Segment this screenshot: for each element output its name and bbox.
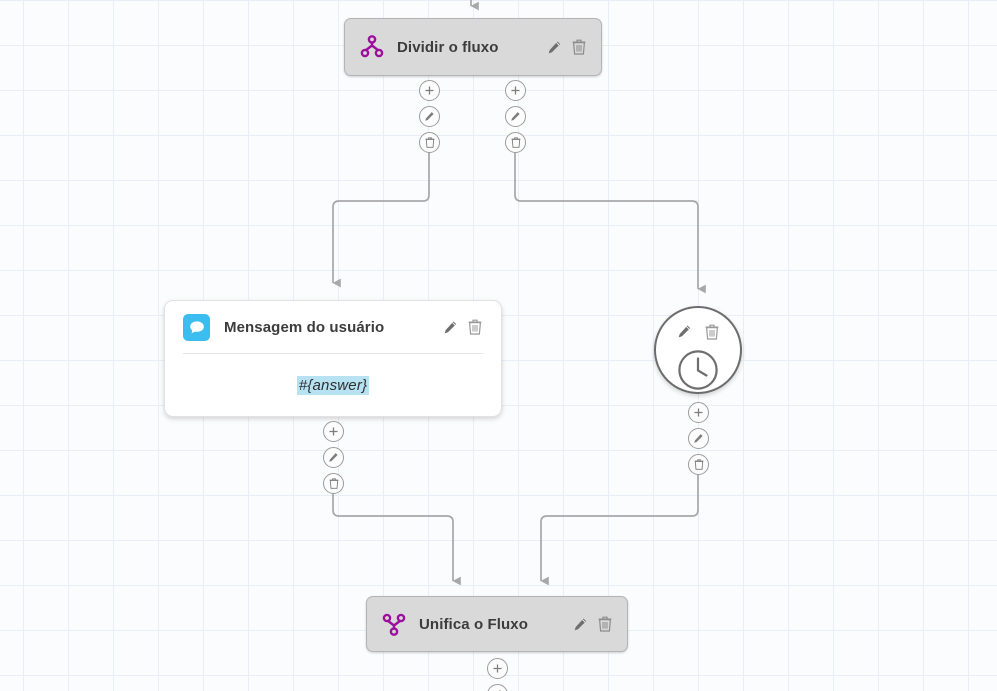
chat-bubble-icon	[183, 313, 210, 341]
edit-icon[interactable]	[572, 616, 588, 633]
add-step-button[interactable]	[323, 421, 344, 442]
connector-stack-split-right[interactable]	[505, 80, 526, 153]
edge-message-merge	[332, 493, 461, 586]
edge-delay-merge	[540, 475, 699, 586]
clock-icon	[677, 349, 719, 396]
edit-connection-button[interactable]	[487, 684, 508, 691]
node-message-actions	[442, 319, 483, 336]
delete-icon[interactable]	[704, 323, 720, 340]
connector-stack-delay[interactable]	[688, 402, 709, 475]
node-merge-title: Unifica o Fluxo	[419, 615, 529, 633]
flow-merge-icon	[381, 611, 407, 637]
node-delay[interactable]	[654, 306, 742, 394]
delete-connection-button[interactable]	[323, 473, 344, 494]
edge-split-left-message	[332, 152, 430, 288]
node-message-title: Mensagem do usuário	[224, 318, 385, 336]
edit-connection-button[interactable]	[688, 428, 709, 449]
edit-icon[interactable]	[676, 323, 692, 340]
edit-connection-button[interactable]	[505, 106, 526, 127]
message-variable-token[interactable]: #{answer}	[296, 375, 370, 395]
delete-connection-button[interactable]	[505, 132, 526, 153]
node-delay-actions	[656, 323, 740, 340]
delete-connection-button[interactable]	[419, 132, 440, 153]
add-step-button[interactable]	[419, 80, 440, 101]
flow-split-icon	[359, 34, 385, 60]
node-message-header: Mensagem do usuário	[165, 301, 501, 353]
node-split-title: Dividir o fluxo	[397, 38, 499, 56]
add-step-button[interactable]	[487, 658, 508, 679]
edit-icon[interactable]	[442, 319, 458, 336]
node-merge-actions	[572, 616, 613, 633]
node-merge-flow[interactable]: Unifica o Fluxo	[366, 596, 628, 652]
connector-stack-message[interactable]	[323, 421, 344, 494]
node-message-body: #{answer}	[165, 354, 501, 416]
node-split-actions	[546, 39, 587, 56]
edit-icon[interactable]	[546, 39, 562, 56]
node-user-message[interactable]: Mensagem do usuário	[164, 300, 502, 417]
delete-connection-button[interactable]	[688, 454, 709, 475]
delete-icon[interactable]	[597, 616, 613, 633]
edit-connection-button[interactable]	[419, 106, 440, 127]
add-step-button[interactable]	[505, 80, 526, 101]
node-split-flow[interactable]: Dividir o fluxo	[344, 18, 602, 76]
edit-connection-button[interactable]	[323, 447, 344, 468]
edge-split-right-delay	[514, 152, 706, 294]
add-step-button[interactable]	[688, 402, 709, 423]
delete-icon[interactable]	[467, 319, 483, 336]
connector-stack-merge[interactable]	[487, 658, 508, 691]
node-message-divider	[183, 353, 483, 354]
delete-icon[interactable]	[571, 39, 587, 56]
connector-stack-split-left[interactable]	[419, 80, 440, 153]
